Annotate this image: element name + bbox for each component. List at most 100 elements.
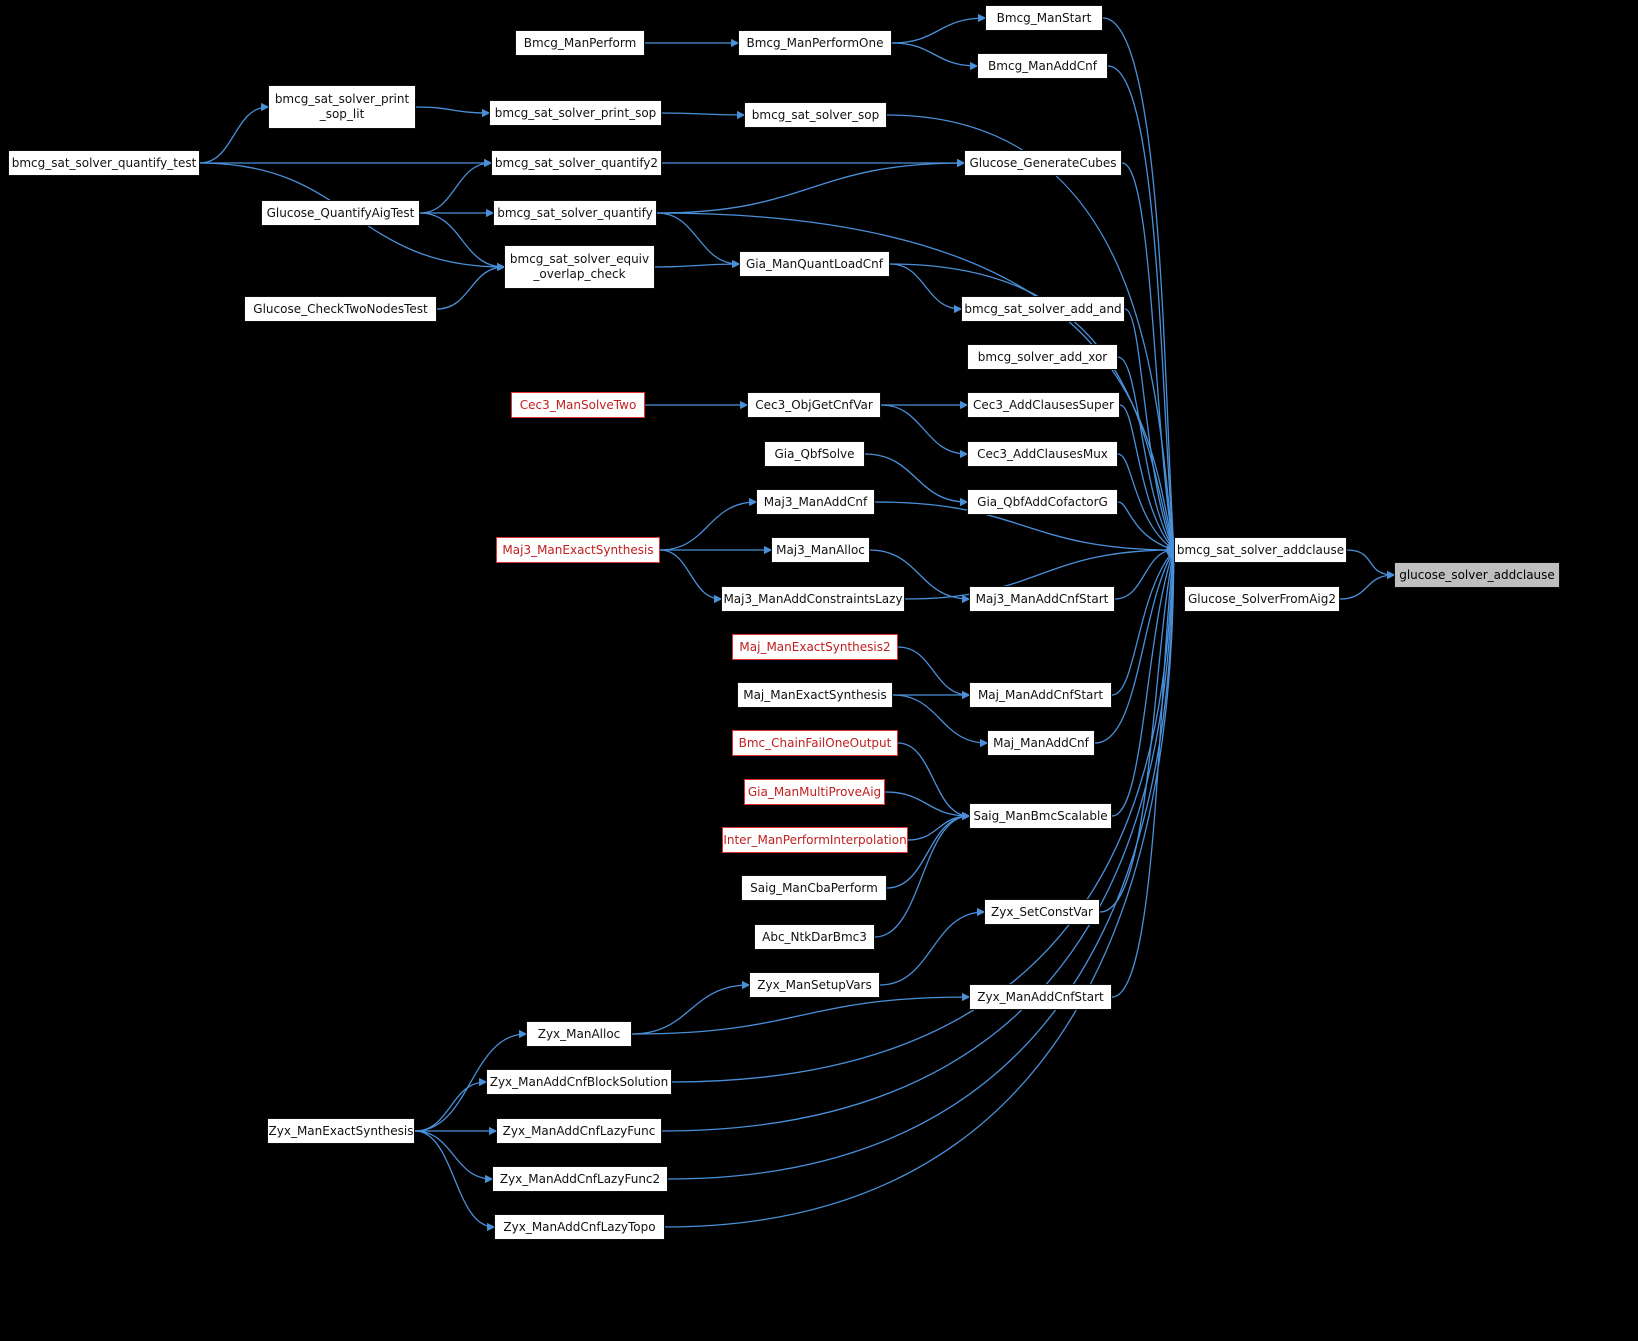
edge-zyxExact-to-zyxLazyFunc2 — [414, 1130, 494, 1184]
edge-abcBmc3-to-saigBmc — [874, 811, 971, 938]
edge-majExact2-to-majCnfStart — [897, 646, 971, 700]
edge-majExact-to-majAddCnf — [892, 694, 989, 748]
edge-generateCubes-to-addclause — [1121, 162, 1177, 552]
node-bmcgManPerformOne[interactable]: Bmcg_ManPerformOne — [738, 30, 892, 56]
node-glucoseAddclause[interactable]: glucose_solver_addclause — [1394, 562, 1560, 588]
edge-quantify-to-generateCubes — [656, 158, 966, 214]
edge-quantifyAigTest-to-quantify2 — [419, 158, 493, 214]
edge-quantifyTest-to-printSopLit — [199, 102, 270, 164]
node-bmcgManPerform[interactable]: Bmcg_ManPerform — [515, 30, 645, 56]
node-quantifyAigTest[interactable]: Glucose_QuantifyAigTest — [261, 200, 420, 226]
edge-maj3CnfStart-to-addclause — [1114, 545, 1176, 600]
node-printSop[interactable]: bmcg_sat_solver_print_sop — [489, 100, 662, 126]
node-addclause[interactable]: bmcg_sat_solver_addclause — [1174, 537, 1347, 563]
node-quantify2[interactable]: bmcg_sat_solver_quantify2 — [491, 150, 662, 176]
edge-interPerform-to-saigBmc — [907, 811, 971, 841]
node-zyxExact[interactable]: Zyx_ManExactSynthesis — [267, 1118, 415, 1144]
edge-maj3Lazy-to-addclause — [904, 545, 1176, 600]
node-zyxSetupVars[interactable]: Zyx_ManSetupVars — [749, 972, 880, 998]
edge-zyxLazyFunc2-to-addclause — [667, 548, 1179, 1180]
node-abcBmc3[interactable]: Abc_NtkDarBmc3 — [754, 924, 875, 950]
edge-printSop-to-sop — [661, 110, 746, 120]
edge-maj3Exact-to-maj3AddCnf — [659, 497, 758, 551]
edge-zyxExact-to-zyxAlloc — [414, 1029, 528, 1132]
node-maj3Alloc[interactable]: Maj3_ManAlloc — [771, 537, 870, 563]
edge-zyxCnfStart-to-addclause — [1111, 548, 1178, 998]
node-maj3Exact[interactable]: Maj3_ManExactSynthesis — [496, 537, 660, 563]
node-quantify[interactable]: bmcg_sat_solver_quantify — [493, 200, 657, 226]
node-interPerform[interactable]: Inter_ManPerformInterpolation — [722, 827, 908, 853]
node-generateCubes[interactable]: Glucose_GenerateCubes — [964, 150, 1122, 176]
edge-zyxLazyFunc-to-addclause — [661, 548, 1178, 1132]
node-qbfCofactorG[interactable]: Gia_QbfAddCofactorG — [967, 489, 1118, 515]
node-zyxBlock[interactable]: Zyx_ManAddCnfBlockSolution — [486, 1069, 672, 1095]
node-saigCba[interactable]: Saig_ManCbaPerform — [741, 875, 887, 901]
node-maj3CnfStart[interactable]: Maj3_ManAddCnfStart — [969, 586, 1115, 612]
edge-quantify-to-addclause — [656, 212, 1177, 552]
node-giaMultiProve[interactable]: Gia_ManMultiProveAig — [744, 779, 885, 805]
edge-cec3Super-to-addclause — [1119, 404, 1175, 551]
node-addXor[interactable]: bmcg_solver_add_xor — [967, 344, 1118, 370]
edge-sop-to-addclause — [886, 114, 1178, 552]
edge-bmcgManStart-to-addclause — [1102, 17, 1178, 552]
node-quantifyTest[interactable]: bmcg_sat_solver_quantify_test — [8, 150, 200, 176]
edge-printSopLit-to-printSop — [415, 106, 491, 118]
edge-cec3Mux-to-addclause — [1117, 453, 1176, 551]
node-maj3AddCnf[interactable]: Maj3_ManAddCnf — [756, 489, 875, 515]
edge-qbfSolve-to-qbfCofactorG — [864, 453, 969, 507]
node-cec3Super[interactable]: Cec3_AddClausesSuper — [967, 392, 1120, 418]
node-printSopLit[interactable]: bmcg_sat_solver_print _sop_lit — [268, 85, 416, 129]
node-qbfSolve[interactable]: Gia_QbfSolve — [764, 441, 865, 467]
edge-equivOverlap-to-quantLoadCnf — [654, 259, 741, 269]
node-quantLoadCnf[interactable]: Gia_ManQuantLoadCnf — [739, 251, 890, 277]
edge-zyxBlock-to-addclause — [671, 548, 1178, 1083]
edge-cec3ObjGetCnfVar-to-cec3Mux — [880, 404, 969, 459]
edge-giaMultiProve-to-saigBmc — [884, 791, 971, 821]
edge-quantify-to-quantLoadCnf — [656, 212, 741, 269]
edge-group — [199, 13, 1396, 1232]
edge-zyxExact-to-zyxBlock — [414, 1077, 488, 1132]
edge-checkTwoNodes-to-equivOverlap — [436, 262, 506, 310]
edge-solverFromAig2-to-glucoseAddclause — [1339, 570, 1396, 600]
edge-qbfCofactorG-to-addclause — [1117, 501, 1176, 552]
edge-zyxLazyTopo-to-addclause — [664, 548, 1179, 1228]
node-equivOverlap[interactable]: bmcg_sat_solver_equiv _overlap_check — [504, 245, 655, 289]
edge-quantifyAigTest-to-equivOverlap — [419, 212, 506, 272]
node-cec3SolveTwo[interactable]: Cec3_ManSolveTwo — [511, 392, 645, 418]
edge-addclause-to-glucoseAddclause — [1346, 549, 1396, 580]
node-bmcChain[interactable]: Bmc_ChainFailOneOutput — [732, 730, 898, 756]
node-checkTwoNodes[interactable]: Glucose_CheckTwoNodesTest — [244, 296, 437, 322]
edge-zyxAlloc-to-zyxCnfStart — [631, 992, 971, 1035]
node-zyxAlloc[interactable]: Zyx_ManAlloc — [526, 1021, 632, 1047]
node-bmcgManStart[interactable]: Bmcg_ManStart — [985, 5, 1103, 31]
node-zyxLazyFunc[interactable]: Zyx_ManAddCnfLazyFunc — [496, 1118, 662, 1144]
edge-bmcgManAddCnf-to-addclause — [1107, 65, 1178, 552]
node-majAddCnf[interactable]: Maj_ManAddCnf — [987, 730, 1095, 756]
node-majExact[interactable]: Maj_ManExactSynthesis — [737, 682, 893, 708]
node-saigBmc[interactable]: Saig_ManBmcScalable — [969, 803, 1112, 829]
node-zyxCnfStart[interactable]: Zyx_ManAddCnfStart — [969, 984, 1112, 1010]
node-majCnfStart[interactable]: Maj_ManAddCnfStart — [969, 682, 1112, 708]
edge-maj3Exact-to-maj3Lazy — [659, 549, 723, 604]
edge-majCnfStart-to-addclause — [1111, 549, 1175, 696]
node-sop[interactable]: bmcg_sat_solver_sop — [744, 102, 887, 128]
node-solverFromAig2[interactable]: Glucose_SolverFromAig2 — [1184, 586, 1340, 612]
edge-zyxAlloc-to-zyxSetupVars — [631, 980, 751, 1035]
node-zyxLazyFunc2[interactable]: Zyx_ManAddCnfLazyFunc2 — [492, 1166, 668, 1192]
node-majExact2[interactable]: Maj_ManExactSynthesis2 — [732, 634, 898, 660]
node-maj3Lazy[interactable]: Maj3_ManAddConstraintsLazy — [721, 586, 905, 612]
node-cec3ObjGetCnfVar[interactable]: Cec3_ObjGetCnfVar — [747, 392, 881, 418]
edge-bmcgManPerformOne-to-bmcgManStart — [891, 13, 987, 44]
node-cec3Mux[interactable]: Cec3_AddClausesMux — [967, 441, 1118, 467]
node-zyxSetConst[interactable]: Zyx_SetConstVar — [984, 899, 1100, 925]
edge-majAddCnf-to-addclause — [1094, 548, 1175, 744]
edge-bmcChain-to-saigBmc — [897, 742, 971, 821]
edge-maj3AddCnf-to-addclause — [874, 501, 1176, 555]
node-zyxLazyTopo[interactable]: Zyx_ManAddCnfLazyTopo — [494, 1214, 665, 1240]
edge-bmcgManPerformOne-to-bmcgManAddCnf — [891, 42, 979, 71]
node-addAnd[interactable]: bmcg_sat_solver_add_and — [961, 296, 1125, 322]
node-bmcgManAddCnf[interactable]: Bmcg_ManAddCnf — [977, 53, 1108, 79]
edge-quantLoadCnf-to-addAnd — [889, 263, 963, 314]
